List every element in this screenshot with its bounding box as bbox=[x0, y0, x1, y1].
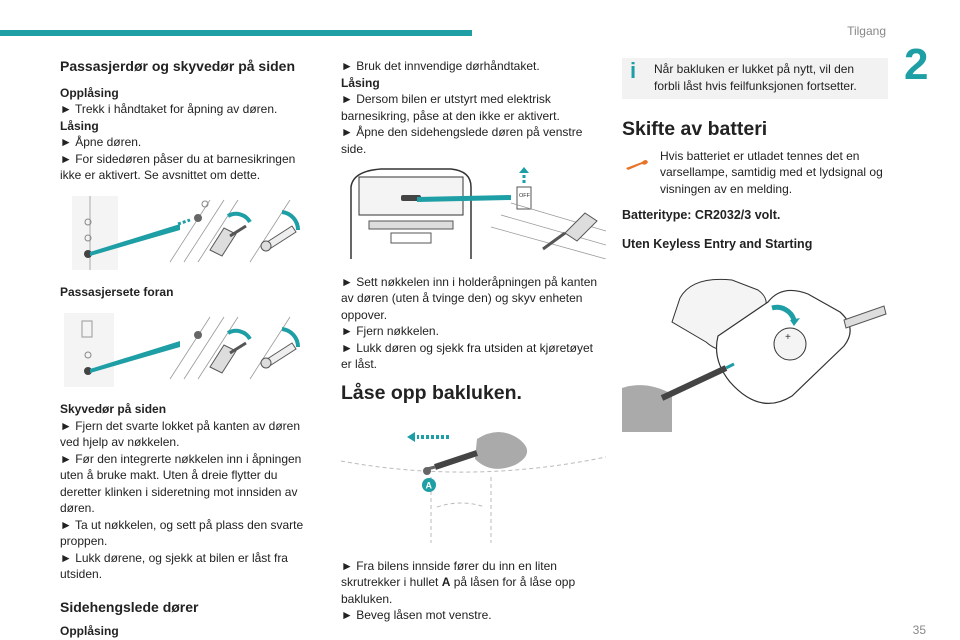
hinged-unlock-label: Opplåsing bbox=[60, 624, 119, 638]
section-title-battery: Skifte av batteri bbox=[622, 118, 768, 140]
page-number: 35 bbox=[912, 623, 926, 637]
illustration-van-rear: OFF bbox=[350, 167, 607, 260]
sliding-door-label: Skyvedør på siden bbox=[60, 402, 167, 416]
hinged-lock-step-2: ► Åpne den sidehengslede døren på venstr… bbox=[341, 125, 583, 156]
illustration-door-lock-2 bbox=[64, 312, 301, 387]
section-title-tailgate: Låse opp bakluken. bbox=[341, 381, 522, 404]
lock-step-2: ► For sidedøren påser du at barnesikring… bbox=[60, 151, 296, 183]
wrench-icon bbox=[622, 147, 652, 178]
tailgate-step-1: ► Fra bilens innside fører du inn en lit… bbox=[341, 558, 576, 606]
section-title-hinged-doors: Sidehengslede dører bbox=[60, 598, 199, 615]
sliding-step-2: ► Før den integrerte nøkkelen inn i åpni… bbox=[60, 451, 302, 516]
unlock-label: Opplåsing bbox=[60, 85, 119, 100]
info-box: i Når bakluken er lukket på nytt, vil de… bbox=[622, 58, 888, 99]
battery-warning-text: Hvis batteriet er utladet tennes det en … bbox=[660, 148, 883, 196]
insert-key-step: ► Sett nøkkelen inn i holderåpningen på … bbox=[341, 274, 598, 322]
sliding-step-1: ► Fjern det svarte lokket på kanten av d… bbox=[60, 418, 300, 450]
column-middle: ► Bruk det innvendige dørhåndtaket. Låsi… bbox=[340, 58, 607, 624]
keyless-title: Uten Keyless Entry and Starting bbox=[622, 236, 813, 251]
unlock-step: ► Trekk i håndtaket for åpning av døren. bbox=[60, 102, 278, 116]
info-icon: i bbox=[630, 58, 637, 83]
tailgate-step-2: ► Beveg låsen mot venstre. bbox=[341, 608, 492, 622]
passenger-seat-label: Passasjersete foran bbox=[60, 285, 174, 299]
column-left: Passasjerdør og skyvedør på siden Opplås… bbox=[60, 58, 306, 640]
illustration-key-battery: + bbox=[622, 278, 887, 432]
sliding-step-4: ► Lukk dørene, og sjekk at bilen er låst… bbox=[60, 550, 288, 582]
svg-text:+: + bbox=[785, 332, 791, 343]
marker-a: A bbox=[426, 481, 433, 491]
top-accent-bar bbox=[0, 30, 472, 36]
illustration-door-lock-1 bbox=[72, 195, 301, 270]
info-text: Når bakluken er lukket på nytt, vil den … bbox=[654, 62, 857, 93]
section-label: Tilgang bbox=[847, 24, 886, 38]
close-door-step: ► Lukk døren og sjekk fra utsiden at kjø… bbox=[341, 340, 593, 372]
off-label: OFF bbox=[519, 193, 531, 199]
section-title-passenger-door: Passasjerdør og skyvedør på siden bbox=[60, 58, 295, 74]
inner-handle-step: ► Bruk det innvendige dørhåndtaket. bbox=[341, 59, 540, 73]
chapter-number: 2 bbox=[904, 40, 929, 89]
lock-label: Låsing bbox=[60, 118, 99, 133]
hinged-lock-step-1: ► Dersom bilen er utstyrt med elektrisk … bbox=[341, 92, 560, 123]
lock-label-2: Låsing bbox=[341, 75, 380, 90]
sliding-step-3: ► Ta ut nøkkelen, og sett på plass den s… bbox=[60, 517, 304, 549]
battery-warning: Hvis batteriet er utladet tennes det en … bbox=[622, 147, 888, 198]
column-right: i Når bakluken er lukket på nytt, vil de… bbox=[622, 58, 888, 437]
illustration-tailgate: A bbox=[340, 432, 607, 543]
remove-key-step: ► Fjern nøkkelen. bbox=[341, 324, 439, 338]
battery-type: Batteritype: CR2032/3 volt. bbox=[622, 208, 781, 222]
lock-step-1: ► Åpne døren. bbox=[60, 135, 142, 149]
